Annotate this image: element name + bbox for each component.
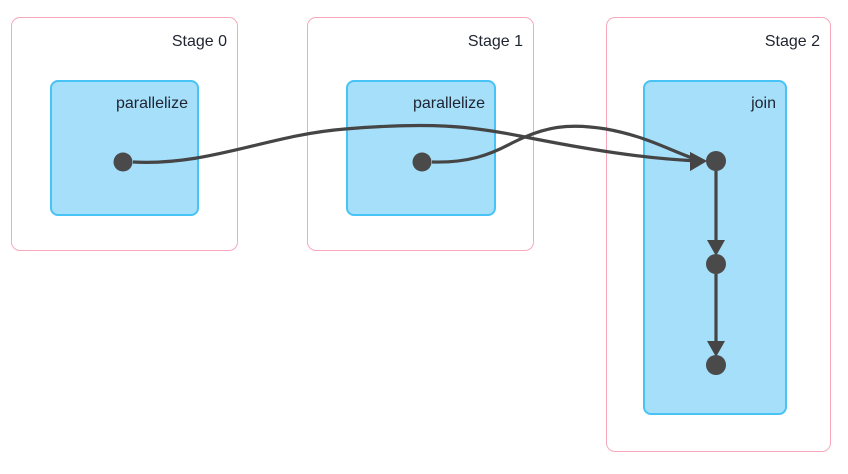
stage-label-1: Stage 1 bbox=[467, 33, 523, 50]
stage-label-0: Stage 0 bbox=[171, 33, 227, 50]
node-label-parallelize-1: parallelize bbox=[412, 95, 485, 112]
node-label-join: join bbox=[751, 95, 776, 112]
node-label-parallelize-0: parallelize bbox=[115, 95, 188, 112]
node-box-join[interactable] bbox=[643, 80, 787, 415]
stage-label-2: Stage 2 bbox=[764, 33, 820, 50]
